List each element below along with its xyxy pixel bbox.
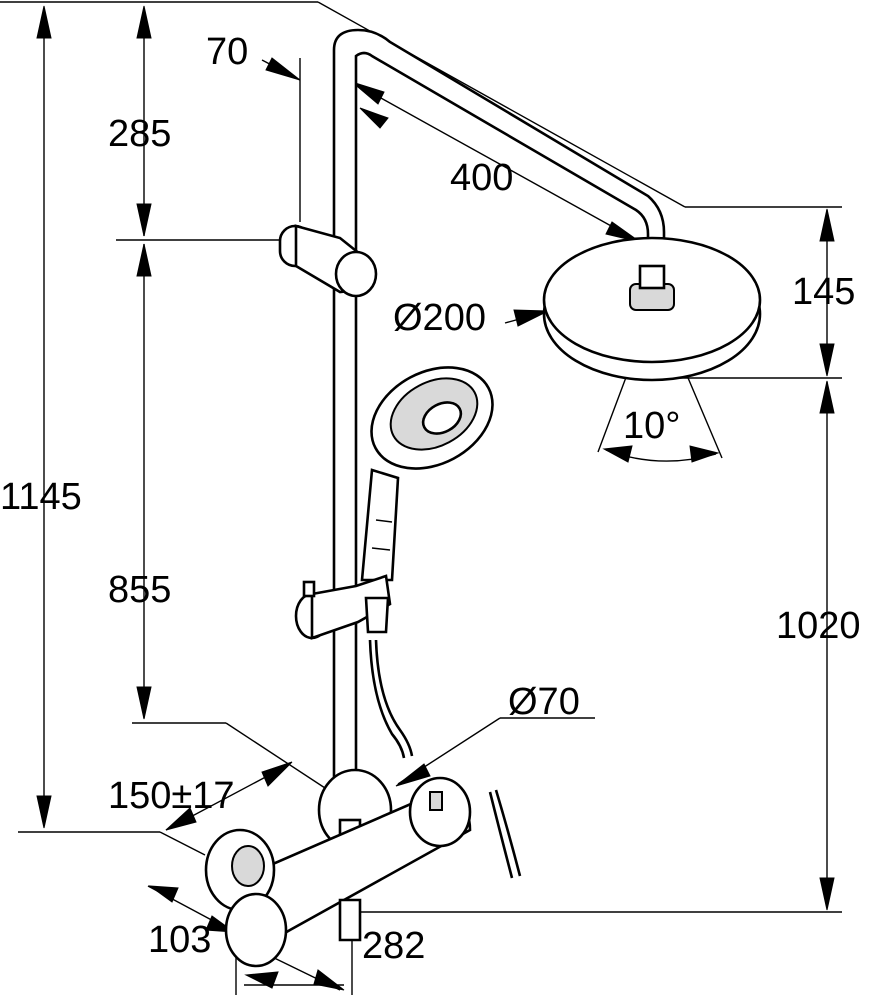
riser-pipe xyxy=(332,28,666,842)
hand-shower xyxy=(360,366,494,582)
upper-slide-holder xyxy=(278,224,378,298)
overhead-shower-head xyxy=(542,236,762,382)
dimension-200-label: Ø200 xyxy=(393,297,486,339)
dimension-400-label: 400 xyxy=(450,157,513,199)
dimension-10deg-label: 10° xyxy=(623,405,680,447)
dimension-150-label: 150±17 xyxy=(108,775,235,817)
dimension-145-line xyxy=(819,208,835,377)
dimension-1020-label: 1020 xyxy=(776,605,861,647)
dimension-1020-line xyxy=(819,380,835,911)
dimension-150-leader xyxy=(165,761,293,831)
dimension-103-label: 103 xyxy=(148,919,211,961)
dimension-200-leader xyxy=(504,309,549,327)
dimension-145-label: 145 xyxy=(792,271,855,313)
dimension-70-leader xyxy=(261,57,301,81)
dimension-855-line xyxy=(136,243,152,720)
dimension-70-rose-label: Ø70 xyxy=(508,681,580,723)
thermostatic-mixer xyxy=(204,776,472,968)
dimension-855-label: 855 xyxy=(108,569,171,611)
dimension-285-line xyxy=(136,5,152,237)
lower-slide-holder xyxy=(294,574,392,640)
dimension-282-label: 282 xyxy=(362,925,425,967)
dimension-400-line xyxy=(351,81,641,243)
dimension-1145-label: 1145 xyxy=(0,476,82,518)
dimension-1145-line xyxy=(36,5,52,829)
dimension-285-label: 285 xyxy=(108,113,171,155)
shower-hose xyxy=(368,639,522,879)
dimension-282-line xyxy=(235,940,353,995)
dimension-70-label: 70 xyxy=(206,31,248,73)
dimension-70-rose-leader xyxy=(395,717,595,787)
